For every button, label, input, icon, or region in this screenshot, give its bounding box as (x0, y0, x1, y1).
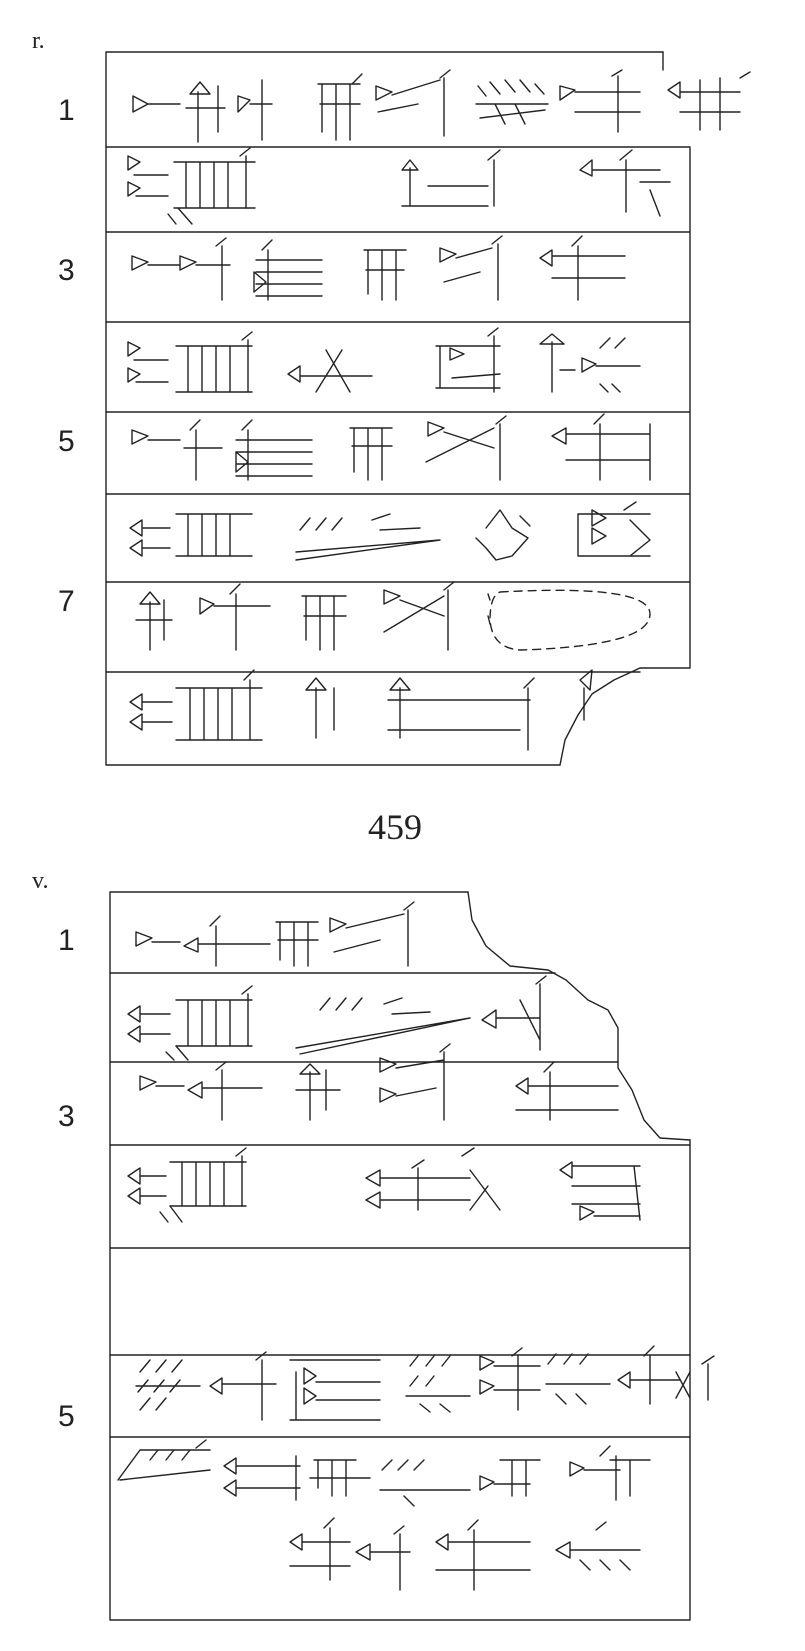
obverse-line-3-signs (131, 235, 626, 301)
tablet-number: 459 (368, 807, 422, 847)
obverse-face-label: r. (32, 28, 45, 54)
reverse-line-5-signs (135, 1345, 715, 1421)
reverse-line-2-signs (127, 975, 547, 1061)
obverse-line-8-signs (129, 669, 593, 751)
obverse-line-2-signs (127, 147, 671, 225)
obverse-line-4-signs (127, 327, 641, 393)
obverse-line-6-signs (129, 501, 651, 561)
obverse-tablet-outline (105, 51, 691, 766)
reverse-line-number-1: 1 (58, 924, 75, 957)
reverse-tablet-outline (109, 891, 691, 1621)
obverse-line-number-1: 1 (58, 94, 75, 127)
obverse-line-number-5: 5 (58, 425, 75, 458)
obverse-line-rulings (105, 146, 691, 673)
reverse-line-4-signs (127, 1147, 641, 1223)
reverse-face-label: v. (32, 868, 49, 894)
obverse-line-number-3: 3 (58, 254, 75, 287)
reverse-line-number-5: 5 (58, 1400, 75, 1433)
reverse-line-rulings (109, 972, 691, 1438)
obverse-tablet-drawing (105, 51, 751, 766)
obverse-line-number-7: 7 (58, 585, 75, 618)
reverse-line-3-signs (139, 1043, 619, 1121)
reverse-line-number-3: 3 (58, 1100, 75, 1133)
obverse-line-5-signs (131, 413, 651, 481)
obverse-line-7-signs (135, 581, 651, 651)
reverse-line-1-signs (135, 901, 415, 967)
obverse-line-1-signs (132, 69, 751, 143)
reverse-line-6-signs (117, 1439, 651, 1591)
